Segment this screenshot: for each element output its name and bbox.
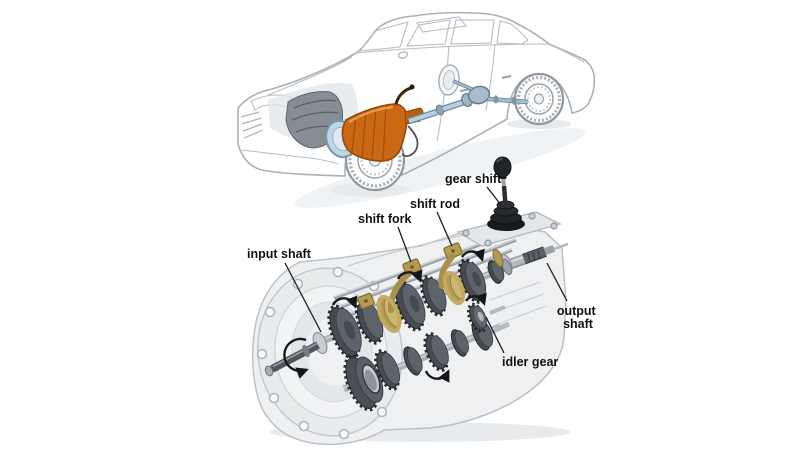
label-input-shaft: input shaft (247, 247, 312, 261)
idler-gear (467, 302, 506, 334)
far-rear-wheel (438, 64, 460, 96)
side-mirror (397, 51, 409, 59)
transmission-body (341, 103, 408, 162)
rotation-arrows (283, 248, 487, 383)
shift-fork-2 (438, 242, 466, 306)
gear-shift-knob (493, 156, 512, 178)
leader-output-shaft (546, 262, 568, 302)
driveshaft (408, 79, 529, 125)
leader-shift-fork (397, 226, 412, 263)
transmission-highlight (325, 84, 424, 162)
label-shift-rod: shift rod (410, 197, 460, 211)
gear-shift-lever (487, 156, 525, 231)
counter-big-gear (343, 354, 384, 412)
label-shift-fork: shift fork (358, 212, 412, 226)
label-gear-shift: gear shift (445, 172, 502, 186)
label-idler-gear: idler gear (502, 355, 558, 369)
car-illustration (237, 11, 596, 208)
counter-gear-cluster (342, 319, 510, 412)
sunroof (416, 16, 468, 33)
callout-labels: input shaft shift fork shift rod gear sh… (247, 172, 599, 369)
gearbox-illustration: input shaft shift fork shift rod gear sh… (247, 156, 599, 446)
shift-forks (357, 242, 504, 333)
rear-wheel (513, 72, 565, 126)
input-shaft (264, 331, 328, 377)
windshield (358, 21, 409, 52)
leader-lines (284, 186, 568, 354)
leader-shift-rod (436, 211, 453, 247)
leader-gear-shift (486, 186, 502, 206)
leader-input-shaft (284, 262, 322, 333)
leader-idler-gear (485, 316, 505, 354)
rear-differential (467, 85, 491, 105)
main-gear-cluster (318, 258, 513, 360)
label-output-shaft: output shaft (557, 304, 599, 331)
grille (240, 111, 264, 139)
